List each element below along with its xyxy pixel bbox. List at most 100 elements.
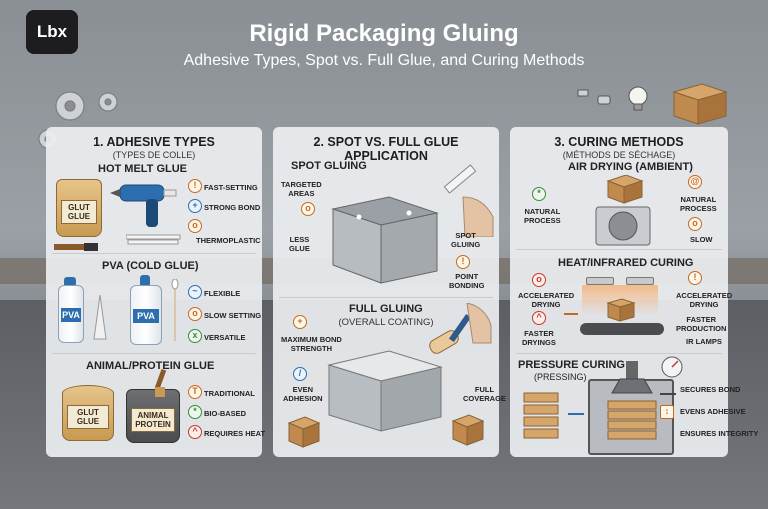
animal-glue-heading: ANIMAL/PROTEIN GLUE: [86, 360, 215, 372]
spot-vs-full-panel: 2. SPOT VS. FULL GLUE APPLICATION SPOT G…: [273, 127, 506, 457]
bottle-cap: [64, 277, 76, 287]
animal-glue-pot: ANIMAL PROTEIN: [126, 389, 180, 443]
gauge-icon: o: [532, 273, 546, 287]
muscle-icon: +: [293, 315, 307, 329]
double-arrow-icon: ↕: [660, 405, 674, 419]
section-divider: [52, 253, 256, 254]
air-drying-heading: AIR DRYING (AMBIENT): [568, 161, 693, 173]
label-ir-lamps: IR LAMPS: [686, 337, 722, 346]
wrench-icon: /: [293, 367, 307, 381]
bottle-label: PVA: [60, 308, 82, 323]
applicator-stick-icon: [171, 279, 179, 341]
pva-heading: PVA (COLD GLUE): [102, 260, 199, 272]
pointer-line: [660, 393, 676, 395]
pressure-curing-subheading: (PRESSING): [534, 372, 587, 382]
coated-box: [327, 350, 443, 432]
small-box-icon: [287, 416, 321, 448]
panel-heading: 2. SPOT VS. FULL GLUE APPLICATION: [313, 135, 459, 163]
heat-curing-heading: HEAT/INFRARED CURING: [558, 257, 694, 269]
cardboard-box-icon: [672, 83, 728, 125]
traditional-icon: T: [188, 385, 202, 399]
panel-subheading: (MÉTHODS DE SÉCHAGE): [562, 150, 676, 160]
press-mechanism: [607, 356, 683, 440]
hot-melt-heading: HOT MELT GLUE: [98, 163, 188, 175]
flow-arrow: [568, 413, 584, 415]
flame-icon: ^: [188, 425, 202, 439]
paint-roller-icon: [429, 303, 492, 354]
page-title: Rigid Packaging Gluing: [249, 20, 519, 47]
pot-label: ANIMAL PROTEIN: [131, 408, 175, 433]
label-slow: SLOW: [690, 235, 713, 244]
thermometer-icon: !: [188, 179, 202, 193]
section-divider: [279, 297, 493, 298]
panel-subheading: (TYPES DE COLLE): [112, 150, 196, 160]
open-box-spot-glue: [331, 196, 439, 284]
brand-logo: Lbx: [26, 10, 78, 54]
brush-icon: [154, 369, 167, 397]
strong-bond-icon: +: [188, 199, 202, 213]
pva-bottle-small: PVA: [58, 285, 84, 343]
label-slow-setting: SLOW SETTING: [204, 311, 262, 320]
curing-methods-panel: 3. CURING METHODS (MÉTHODS DE SÉCHAGE) A…: [510, 127, 758, 457]
flexible-icon: ~: [188, 285, 202, 299]
label-evens-adhesive: EVENS ADHESIVE: [680, 407, 746, 416]
clock-icon: o: [688, 217, 702, 231]
small-box-icon: [451, 414, 485, 446]
label-strong-bond: STRONG BOND: [204, 203, 261, 212]
bottle-cap: [140, 275, 150, 287]
target-icon: o: [301, 202, 315, 216]
jar-label: GLUT GLUE: [60, 199, 98, 224]
leaf-icon: *: [532, 187, 546, 201]
flow-arrow: [564, 313, 578, 315]
conveyor-belt: [580, 323, 664, 335]
versatile-icon: x: [188, 329, 202, 343]
full-gluing-heading: FULL GLUING: [349, 303, 423, 315]
pva-bottle-large: PVA: [130, 285, 162, 345]
section-divider: [52, 353, 256, 354]
fan-dryer-icon: [595, 175, 651, 246]
tin-label: GLUT GLUE: [67, 404, 109, 429]
bulb-icon: !: [688, 271, 702, 285]
bolt-bulb-icon: [577, 86, 648, 111]
ir-lamp: [626, 277, 654, 285]
glue-sticks-icon: [126, 234, 181, 245]
label-ensures-integrity: ENSURES INTEGRITY: [680, 429, 759, 438]
panel-heading: 1. ADHESIVE TYPES: [93, 135, 215, 149]
label-flexible: FLEXIBLE: [204, 289, 241, 298]
label-traditional: TRADITIONAL: [204, 389, 255, 398]
box-on-conveyor: [606, 298, 636, 322]
page-subtitle: Adhesive Types, Spot vs. Full Glue, and …: [183, 52, 585, 69]
glue-jar: GLUT GLUE: [56, 179, 102, 237]
label-requires-heat: REQUIRES HEAT: [204, 429, 266, 438]
section-divider: [516, 353, 722, 354]
section-divider: [516, 249, 722, 250]
cycle-icon: @: [688, 175, 702, 189]
adhesive-types-panel: 1. ADHESIVE TYPES (TYPES DE COLLE) HOT M…: [46, 127, 266, 457]
ir-lamp: [586, 277, 614, 285]
nozzle-tip-icon: [93, 295, 107, 340]
bulb-icon: !: [456, 255, 470, 269]
leaf-icon: *: [188, 405, 202, 419]
label-fast-setting: FAST-SETTING: [204, 183, 258, 192]
label-bio-based: BIO-BASED: [204, 409, 247, 418]
stacked-boards-icon: [523, 392, 559, 439]
flame-icon: ^: [532, 311, 546, 325]
pressure-curing-heading: PRESSURE CURING: [518, 359, 625, 371]
clock-icon: o: [188, 219, 202, 233]
full-gluing-subheading: (OVERALL COATING): [338, 317, 434, 328]
syringe-hand-icon: [443, 164, 494, 237]
label-thermoplastic: THERMOPLASTIC: [196, 236, 261, 245]
glue-tin: GLUT GLUE: [62, 385, 114, 441]
